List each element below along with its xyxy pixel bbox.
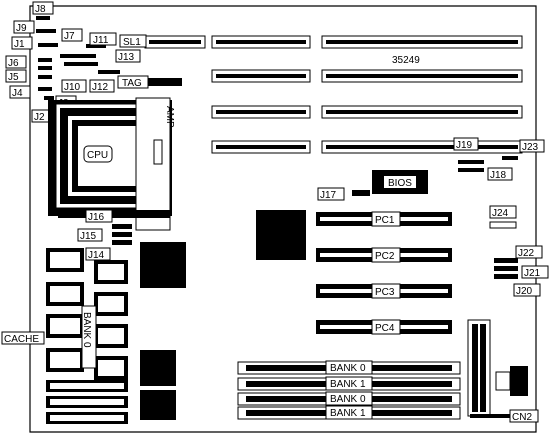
svg-text:J18: J18: [490, 170, 507, 181]
label-tag: TAG: [117, 75, 149, 89]
svg-text:BANK 1: BANK 1: [330, 408, 366, 419]
svg-text:J10: J10: [64, 82, 81, 93]
label-pc4: PC4: [371, 319, 401, 335]
power-connector: [467, 319, 491, 417]
left-jumpers: [36, 16, 120, 100]
svg-text:J6: J6: [8, 58, 19, 69]
label-j16: J16: [85, 209, 113, 223]
svg-text:BIOS: BIOS: [388, 178, 412, 189]
svg-text:TAG: TAG: [122, 78, 142, 89]
svg-text:BANK 0: BANK 0: [330, 363, 366, 374]
label-j23: J23: [519, 139, 545, 153]
label-j11: J11: [89, 32, 117, 46]
label-pc2: PC2: [371, 247, 401, 263]
label-j9: J9: [13, 20, 35, 34]
svg-text:J8: J8: [35, 4, 46, 15]
label-j15: J15: [77, 228, 103, 242]
label-j4: J4: [9, 85, 31, 99]
isa-slots: [144, 35, 523, 154]
board-number: 35249: [392, 55, 420, 66]
svg-text:PC2: PC2: [375, 251, 395, 262]
amp-label: AMP: [164, 106, 175, 128]
cpu-label: CPU: [87, 150, 108, 161]
svg-text:PC3: PC3: [375, 287, 395, 298]
svg-text:J9: J9: [16, 23, 27, 34]
svg-text:J21: J21: [524, 268, 541, 279]
label-simm2: BANK 1: [325, 376, 373, 391]
label-j14: J14: [85, 247, 111, 261]
svg-text:J17: J17: [320, 190, 337, 201]
bios-chip: BIOS: [372, 170, 428, 194]
label-simm3: BANK 0: [325, 391, 373, 406]
svg-text:J23: J23: [522, 142, 539, 153]
board-outline: [29, 5, 537, 433]
label-j19: J19: [453, 137, 479, 151]
svg-text:J2: J2: [34, 112, 45, 123]
svg-text:PC4: PC4: [375, 323, 395, 334]
label-simm1: BANK 0: [325, 360, 373, 375]
chipset: [140, 210, 306, 420]
svg-text:BANK 0: BANK 0: [330, 394, 366, 405]
svg-text:BANK 1: BANK 1: [330, 379, 366, 390]
svg-text:J15: J15: [80, 231, 97, 242]
label-cache: CACHE: [1, 331, 45, 345]
label-j6: J6: [5, 55, 27, 69]
svg-text:BANK 0: BANK 0: [81, 312, 92, 348]
label-cn2: CN2: [509, 409, 539, 423]
svg-text:PC1: PC1: [375, 215, 395, 226]
label-simm4: BANK 1: [325, 405, 373, 420]
label-sl1: SL1: [119, 34, 147, 48]
label-j21: J21: [521, 265, 549, 279]
cpu-socket: CPU AMP: [48, 97, 175, 231]
svg-text:J14: J14: [88, 250, 105, 261]
label-j20: J20: [513, 283, 541, 297]
svg-text:J16: J16: [88, 212, 105, 223]
cache-chips: [46, 248, 128, 424]
label-j5: J5: [5, 69, 27, 83]
pci-slots: [316, 212, 452, 334]
svg-text:J5: J5: [8, 72, 19, 83]
label-j24: J24: [489, 205, 517, 219]
svg-text:J20: J20: [516, 286, 533, 297]
svg-text:CACHE: CACHE: [4, 334, 39, 345]
label-j17: J17: [317, 187, 345, 201]
svg-text:J7: J7: [64, 31, 75, 42]
label-j18: J18: [487, 167, 513, 181]
svg-text:J24: J24: [492, 208, 509, 219]
label-j22: J22: [515, 245, 543, 259]
bank0-vertical-label: BANK 0: [81, 305, 97, 369]
svg-text:J22: J22: [518, 248, 535, 259]
svg-text:SL1: SL1: [123, 37, 141, 48]
label-j8: J8: [32, 1, 54, 15]
label-j1: J1: [11, 36, 33, 50]
label-pc1: PC1: [371, 211, 401, 227]
label-j12: J12: [89, 79, 115, 93]
svg-text:J12: J12: [92, 82, 109, 93]
svg-text:J19: J19: [456, 140, 473, 151]
svg-text:J11: J11: [93, 35, 109, 46]
svg-text:J1: J1: [14, 39, 25, 50]
label-pc3: PC3: [371, 283, 401, 299]
label-j13: J13: [115, 49, 141, 63]
svg-text:J4: J4: [12, 88, 23, 99]
svg-text:CN2: CN2: [512, 412, 532, 423]
keyboard-connector: [495, 366, 528, 396]
label-j7: J7: [61, 28, 83, 42]
svg-text:J13: J13: [118, 52, 135, 63]
label-j10: J10: [61, 79, 87, 93]
